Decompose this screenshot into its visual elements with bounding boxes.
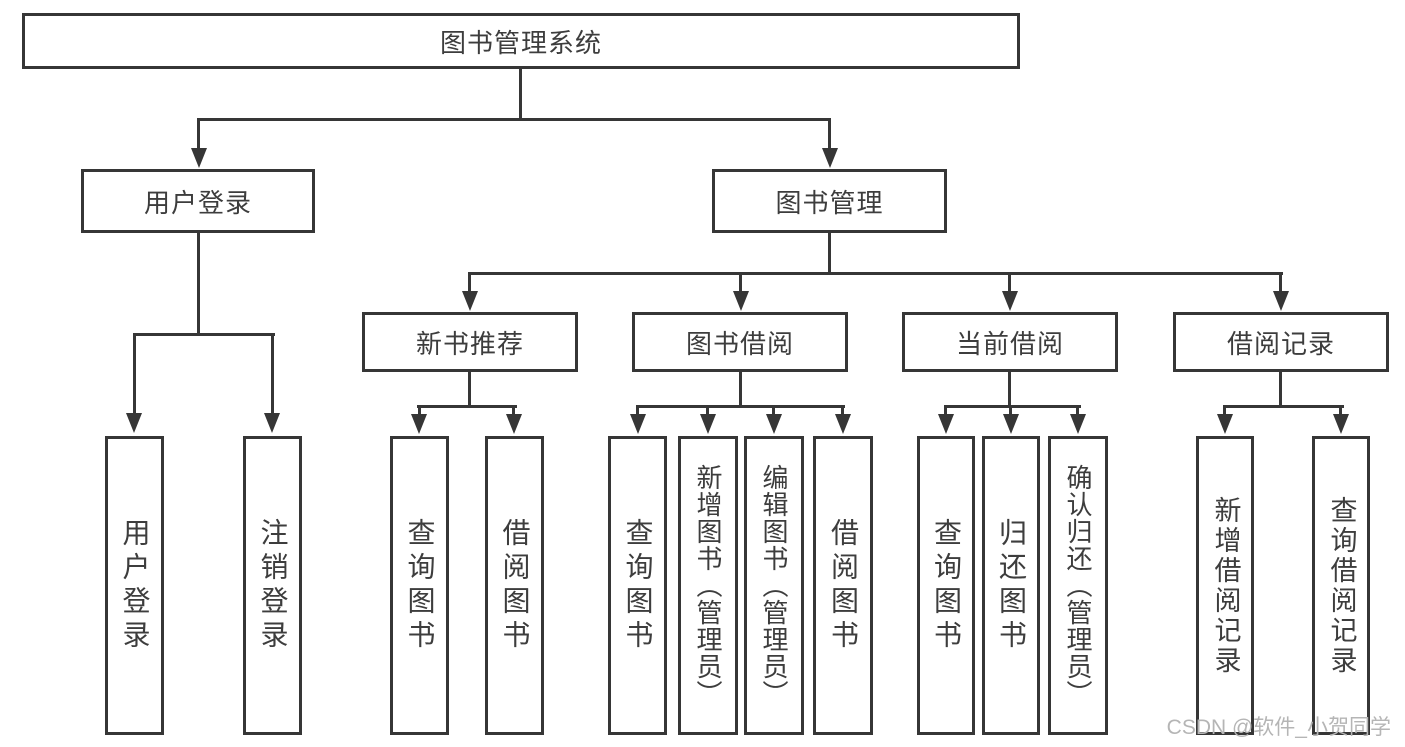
node-label: 归还图书 — [996, 517, 1027, 654]
connector-stub-borrow-records — [1279, 272, 1282, 293]
connector-bookborrow-down — [739, 372, 742, 408]
node-label: 借阅图书 — [828, 517, 859, 654]
node-user-login: 用户登录 — [81, 169, 315, 233]
arrowhead — [1217, 414, 1233, 434]
leaf-user-login: 用户登录 — [105, 436, 164, 735]
connector-userlogin-split — [133, 333, 275, 336]
node-label: 当前借阅 — [955, 328, 1064, 359]
connector-stub-current-borrow — [1008, 272, 1011, 293]
node-label: 新增图书（管理员） — [693, 464, 723, 707]
connector-borrowrecords-down — [1279, 372, 1282, 408]
node-label: 编辑图书（管理员） — [759, 464, 789, 707]
leaf-borrow-books-new: 借阅图书 — [485, 436, 544, 735]
arrowhead-new-books — [462, 291, 478, 311]
connector-stub — [1076, 405, 1079, 417]
node-book-management: 图书管理 — [712, 169, 947, 233]
leaf-edit-books-admin: 编辑图书（管理员） — [744, 436, 804, 735]
node-label: 借阅记录 — [1226, 328, 1335, 359]
node-label: 图书管理系统 — [439, 27, 602, 58]
node-label: 借阅图书 — [499, 517, 531, 654]
arrowhead — [835, 414, 851, 434]
connector-currentborrow-down — [1008, 372, 1011, 408]
leaf-add-books-admin: 新增图书（管理员） — [678, 436, 738, 735]
connector-root-split — [197, 118, 831, 121]
connector-stub — [706, 405, 709, 417]
connector-bookborrow-split — [636, 405, 845, 408]
arrowhead — [1333, 414, 1349, 434]
node-label: 确认归还（管理员） — [1063, 464, 1093, 707]
node-new-books: 新书推荐 — [362, 312, 578, 372]
leaf-add-borrow-record: 新增借阅记录 — [1196, 436, 1254, 735]
node-label: 用户登录 — [143, 187, 252, 218]
arrowhead — [1070, 414, 1086, 434]
node-label: 新增借阅记录 — [1210, 495, 1241, 676]
connector-newbooks-split — [417, 405, 517, 408]
leaf-query-books-new: 查询图书 — [390, 436, 449, 735]
connector-userlogin-down — [197, 233, 200, 336]
connector-bookmgmt-down — [828, 233, 831, 275]
leaf-query-books-borrow: 查询图书 — [608, 436, 667, 735]
connector-stub — [418, 405, 421, 417]
leaf-query-borrow-record: 查询借阅记录 — [1312, 436, 1370, 735]
arrowhead — [1003, 414, 1019, 434]
connector-stub-new-books — [468, 272, 471, 293]
arrowhead-book-borrow — [733, 291, 749, 311]
connector-stub-book-management — [828, 118, 831, 150]
connector-stub-book-borrow — [739, 272, 742, 293]
arrowhead-user-login — [191, 148, 207, 168]
node-current-borrow: 当前借阅 — [902, 312, 1118, 372]
arrowhead-borrow-records — [1273, 291, 1289, 311]
csdn-watermark: CSDN @软件_小贺同学 — [1166, 716, 1391, 739]
arrowhead-login-leaf — [126, 413, 142, 433]
connector-borrowrecords-split — [1223, 405, 1344, 408]
arrowhead — [766, 414, 782, 434]
connector-stub-logout-leaf — [271, 333, 274, 415]
leaf-borrow-books: 借阅图书 — [813, 436, 873, 735]
connector-stub — [636, 405, 639, 417]
node-label: 用户登录 — [119, 517, 151, 654]
connector-root-down — [519, 69, 522, 121]
node-borrow-records: 借阅记录 — [1173, 312, 1389, 372]
connector-stub — [1339, 405, 1342, 417]
arrowhead-current-borrow — [1002, 291, 1018, 311]
leaf-logout: 注销登录 — [243, 436, 302, 735]
arrowhead — [506, 414, 522, 434]
connector-stub — [944, 405, 947, 417]
arrowhead — [700, 414, 716, 434]
node-label: 查询图书 — [931, 517, 962, 654]
connector-stub-user-login — [197, 118, 200, 150]
node-label: 图书借阅 — [685, 328, 794, 359]
connector-currentborrow-split — [944, 405, 1081, 408]
node-library-system: 图书管理系统 — [22, 13, 1020, 69]
node-label: 查询图书 — [404, 517, 436, 654]
arrowhead-logout-leaf — [264, 413, 280, 433]
arrowhead — [630, 414, 646, 434]
node-label: 注销登录 — [257, 517, 289, 654]
connector-stub — [841, 405, 844, 417]
connector-stub — [772, 405, 775, 417]
connector-stub — [1223, 405, 1226, 417]
node-label: 查询借阅记录 — [1326, 495, 1357, 676]
node-label: 图书管理 — [775, 187, 884, 218]
leaf-confirm-return-admin: 确认归还（管理员） — [1048, 436, 1108, 735]
node-label: 新书推荐 — [415, 328, 524, 359]
node-book-borrow: 图书借阅 — [632, 312, 848, 372]
arrowhead — [411, 414, 427, 434]
node-label: 查询图书 — [622, 517, 654, 654]
arrowhead — [938, 414, 954, 434]
connector-stub — [512, 405, 515, 417]
connector-stub-login-leaf — [133, 333, 136, 415]
connector-bookmgmt-split — [468, 272, 1283, 275]
leaf-query-books-current: 查询图书 — [917, 436, 975, 735]
arrowhead-book-management — [822, 148, 838, 168]
leaf-return-books: 归还图书 — [982, 436, 1040, 735]
connector-newbooks-down — [468, 372, 471, 408]
connector-stub — [1009, 405, 1012, 417]
